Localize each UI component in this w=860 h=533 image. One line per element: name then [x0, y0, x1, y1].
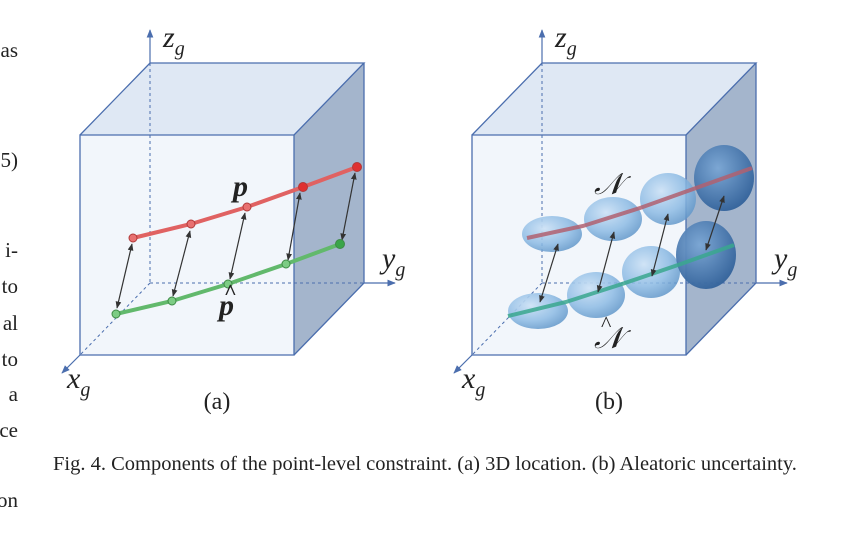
correspondence-arrows: [539, 195, 725, 303]
axis-y-label: yg: [771, 242, 797, 281]
left-column-text: as 5) i- to al to a ce on: [0, 0, 20, 533]
correspondence-arrows: [115, 172, 357, 309]
text-fragment: a: [8, 382, 18, 406]
panel-a: zg yg xg p p ^ (a): [61, 21, 405, 415]
x-axis: [453, 354, 473, 374]
predicted-points: [128, 162, 362, 243]
text-fragment: to: [1, 347, 18, 371]
gt-curve: [507, 243, 735, 318]
hat-mark: ^: [601, 311, 612, 336]
hat-mark: ^: [224, 279, 237, 304]
predicted-curve: [526, 166, 753, 240]
cube-top-face: [472, 63, 756, 135]
text-fragment: ce: [0, 418, 18, 442]
panel-b: zg yg xg 𝒩 𝒩 ^ (b): [453, 21, 797, 415]
panel-b-caption: (b): [595, 389, 623, 415]
panel-a-caption: (a): [204, 389, 231, 415]
label-p: p: [230, 170, 248, 203]
gt-points: [111, 239, 345, 319]
cube-side-face: [294, 63, 364, 355]
cube-top-face: [80, 63, 364, 135]
figure-caption: Fig. 4. Components of the point-level co…: [53, 453, 797, 475]
text-fragment: i-: [5, 238, 18, 262]
text-fragment: 5): [0, 148, 19, 172]
axis-z-label: zg: [554, 21, 577, 60]
text-fragment: as: [0, 38, 19, 62]
axis-x-label: xg: [66, 362, 90, 401]
x-axis: [61, 354, 81, 374]
text-fragment: on: [0, 488, 18, 512]
axis-z-label: zg: [162, 21, 185, 60]
label-p-hat: p: [216, 289, 234, 322]
text-fragment: to: [1, 274, 18, 298]
axis-x-label: xg: [461, 362, 485, 401]
axis-y-label: yg: [379, 242, 405, 281]
text-fragment: al: [2, 311, 18, 335]
